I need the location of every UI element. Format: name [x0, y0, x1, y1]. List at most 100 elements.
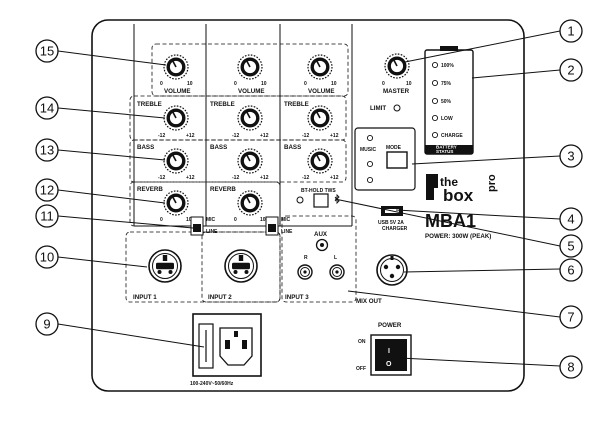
volume-1-max: 10 — [187, 81, 193, 87]
callout-12-circle — [35, 178, 59, 202]
treble-label-1: TREBLE — [137, 101, 162, 108]
master-knob[interactable] — [384, 53, 410, 79]
reverb-knob-1[interactable] — [163, 190, 189, 216]
treble-knob-3[interactable] — [307, 105, 333, 131]
bass-knob-1[interactable] — [163, 148, 189, 174]
reverb-2-min: 0 — [234, 217, 237, 223]
input-3-label: INPUT 3 — [285, 294, 309, 301]
battery-level-charge: CHARGE — [441, 133, 463, 139]
callout-10: 10 — [40, 250, 54, 265]
input-1-combo-jack[interactable] — [148, 249, 182, 283]
volume-label-1: VOLUME — [164, 88, 190, 95]
reverb-row: REVERB REVERB 0 10 0 10 — [137, 186, 266, 223]
callout-2-circle — [559, 58, 583, 82]
bass-2-neg: -12 — [232, 175, 239, 181]
mic-line-switch-2[interactable] — [265, 216, 279, 236]
rca-right-jack[interactable] — [297, 264, 313, 280]
power-rating: POWER: 300W (PEAK) — [425, 233, 491, 240]
usb-label-1: USB 5V 2A — [378, 220, 404, 226]
callout-13-circle — [35, 138, 59, 162]
input-2-label: INPUT 2 — [208, 294, 232, 301]
aux-l-label: L — [334, 255, 337, 261]
panel-body — [91, 19, 525, 392]
power-off-mark: O — [386, 361, 392, 368]
power-label: POWER — [378, 322, 402, 329]
treble-knob-1[interactable] — [163, 105, 189, 131]
combo-inputs: INPUT 1 INPUT 2 — [133, 249, 258, 301]
volume-knob-2[interactable] — [237, 54, 263, 80]
reverb-1-max: 10 — [186, 217, 192, 223]
battery-led-50 — [431, 97, 439, 105]
reverb-2-max: 10 — [260, 217, 266, 223]
bt-led — [296, 196, 304, 204]
battery-led-low — [431, 114, 439, 122]
callout-5: 5 — [567, 239, 574, 254]
master-section: 0 10 MASTER LIMIT — [370, 53, 412, 112]
aux-section: AUX R L INPUT 3 MIX OUT — [285, 231, 382, 305]
logo-the: the — [440, 175, 458, 189]
callout-14-circle — [35, 96, 59, 120]
callout-11-circle — [35, 204, 59, 228]
bass-label-2: BASS — [210, 144, 227, 151]
treble-label-2: TREBLE — [210, 101, 235, 108]
bass-label-1: BASS — [137, 144, 154, 151]
brand-logo: the box pro MBA1 POWER: 300W (PEAK) — [425, 174, 498, 240]
callout-6: 6 — [567, 263, 574, 278]
callout-15-circle — [35, 39, 59, 63]
treble-3-pos: +12 — [330, 133, 339, 139]
callout-4-circle — [559, 207, 583, 231]
callout-3: 3 — [567, 149, 574, 164]
callout-1-circle — [559, 19, 583, 43]
treble-knob-2[interactable] — [237, 105, 263, 131]
reverb-knob-2[interactable] — [237, 190, 263, 216]
on-label: ON — [358, 339, 366, 345]
channel-dividers — [133, 24, 353, 227]
line-label-2: LINE — [281, 229, 293, 235]
mode-button[interactable] — [386, 151, 408, 169]
volume-label-3: VOLUME — [308, 88, 334, 95]
rca-left-jack[interactable] — [329, 264, 345, 280]
aux-label: AUX — [314, 231, 328, 238]
bt-hold-button[interactable] — [313, 193, 329, 208]
battery-led-charge — [431, 131, 439, 139]
mode-led-2 — [366, 160, 374, 168]
callout-7: 7 — [567, 310, 574, 325]
reverb-1-min: 0 — [160, 217, 163, 223]
bt-section: BT-HOLD TWS — [296, 188, 340, 208]
volume-label-2: VOLUME — [238, 88, 264, 95]
treble-2-pos: +12 — [260, 133, 269, 139]
limit-led — [393, 104, 401, 112]
mic-line-switch-1[interactable] — [190, 216, 204, 236]
power-switch[interactable] — [375, 339, 407, 371]
mic-label-1: MIC — [206, 217, 216, 223]
mix-out-xlr — [376, 254, 408, 286]
bass-knob-3[interactable] — [307, 148, 333, 174]
callout-3-circle — [559, 144, 583, 168]
volume-1-min: 0 — [160, 81, 163, 87]
volume-knob-3[interactable] — [307, 54, 333, 80]
callout-12: 12 — [40, 183, 54, 198]
iec-socket[interactable] — [219, 327, 253, 366]
aux-r-label: R — [304, 255, 308, 261]
input-2-combo-jack[interactable] — [224, 249, 258, 283]
mic-line-switches: MIC LINE MIC LINE — [190, 216, 293, 236]
callout-9-circle — [35, 312, 59, 336]
treble-2-neg: -12 — [232, 133, 239, 139]
power-on-mark: I — [388, 348, 390, 355]
treble-row: TREBLE TREBLE TREBLE -12 +12 -12 +12 -12… — [137, 101, 339, 139]
mode-panel: MUSIC MODE — [354, 127, 416, 191]
logo-box: box — [443, 186, 474, 205]
input-1-label: INPUT 1 — [133, 294, 157, 301]
bass-knob-2[interactable] — [237, 148, 263, 174]
callout-9: 9 — [43, 317, 50, 332]
callout-5-circle — [559, 234, 583, 258]
mode-led-1 — [366, 134, 374, 142]
callout-15: 15 — [40, 44, 54, 59]
limit-label: LIMIT — [370, 105, 386, 112]
bass-3-pos: +12 — [330, 175, 339, 181]
volume-knob-1[interactable] — [163, 54, 189, 80]
mains-voltage-label: 100-240V~50/60Hz — [190, 381, 234, 387]
mode-led-3 — [366, 176, 374, 184]
master-max: 10 — [406, 81, 412, 87]
callout-8-circle — [559, 355, 583, 379]
